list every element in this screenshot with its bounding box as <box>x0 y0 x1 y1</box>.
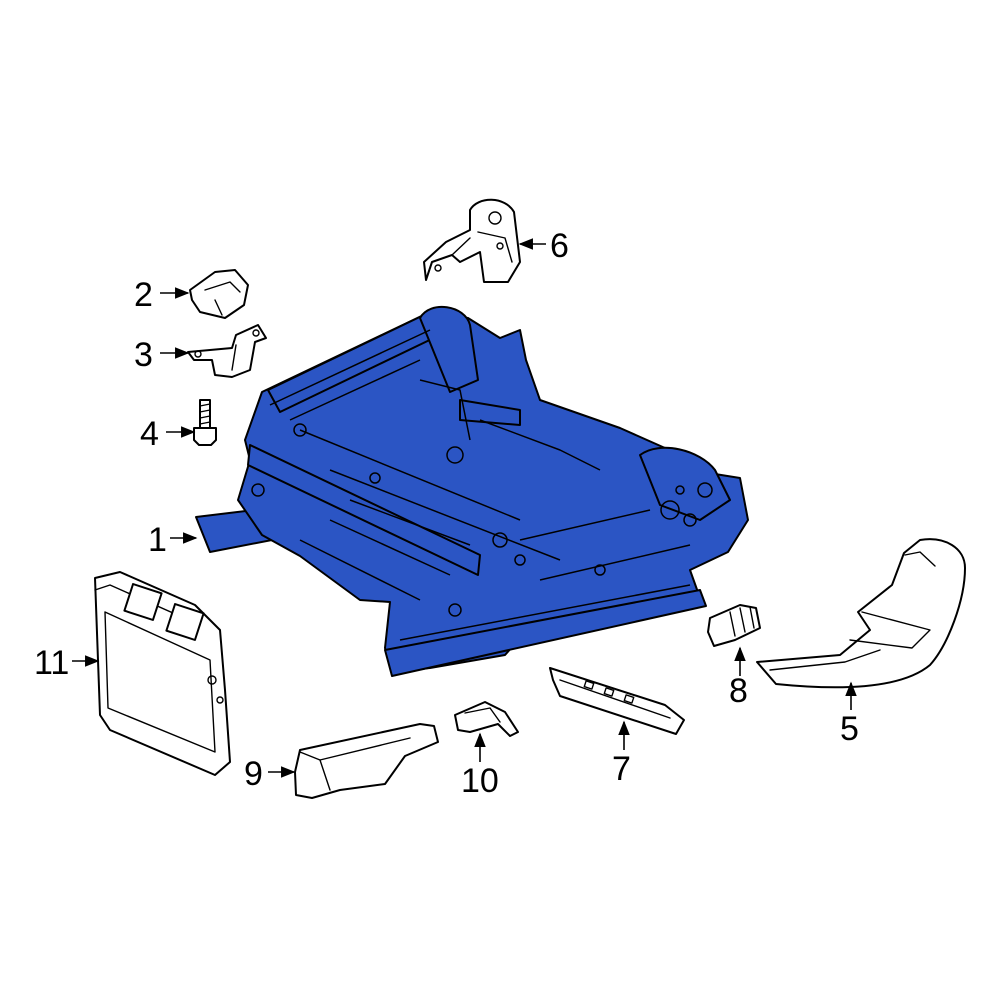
callout-10: 10 <box>461 732 499 800</box>
part-4-bolt[interactable] <box>193 399 217 446</box>
callout-7: 7 <box>612 720 631 788</box>
callout-label: 9 <box>244 755 263 793</box>
callout-6: 6 <box>518 227 569 265</box>
callout-label: 7 <box>612 750 631 788</box>
part-2-bracket-cap[interactable] <box>189 269 249 319</box>
callout-label: 11 <box>34 644 69 682</box>
part-1-seat-adjuster-frame[interactable] <box>195 305 749 677</box>
callout-label: 4 <box>140 415 159 453</box>
callout-label: 10 <box>461 762 499 800</box>
part-9-front-trim-cover[interactable] <box>294 723 439 799</box>
part-10-clip-bracket[interactable] <box>454 701 519 737</box>
part-3-strap-bracket[interactable] <box>187 324 267 378</box>
callout-label: 3 <box>134 336 153 374</box>
part-6-recliner-bracket[interactable] <box>423 198 521 283</box>
callout-label: 2 <box>134 276 153 314</box>
part-5-side-trim-panel[interactable] <box>756 538 966 689</box>
callout-label: 6 <box>550 227 569 265</box>
callout-11: 11 <box>34 644 100 682</box>
callout-label: 8 <box>729 672 748 710</box>
callout-5: 5 <box>840 681 859 748</box>
callout-label: 1 <box>148 521 167 559</box>
part-11-control-module[interactable] <box>94 571 231 776</box>
callout-3: 3 <box>134 336 190 374</box>
callout-4: 4 <box>140 415 196 453</box>
part-8-switch-knob[interactable] <box>707 604 761 647</box>
callout-9: 9 <box>244 755 296 793</box>
callout-8: 8 <box>729 646 748 710</box>
callout-2: 2 <box>134 276 190 314</box>
callout-1: 1 <box>148 521 198 559</box>
part-7-trim-strip[interactable] <box>549 667 685 735</box>
callout-label: 5 <box>840 710 859 748</box>
